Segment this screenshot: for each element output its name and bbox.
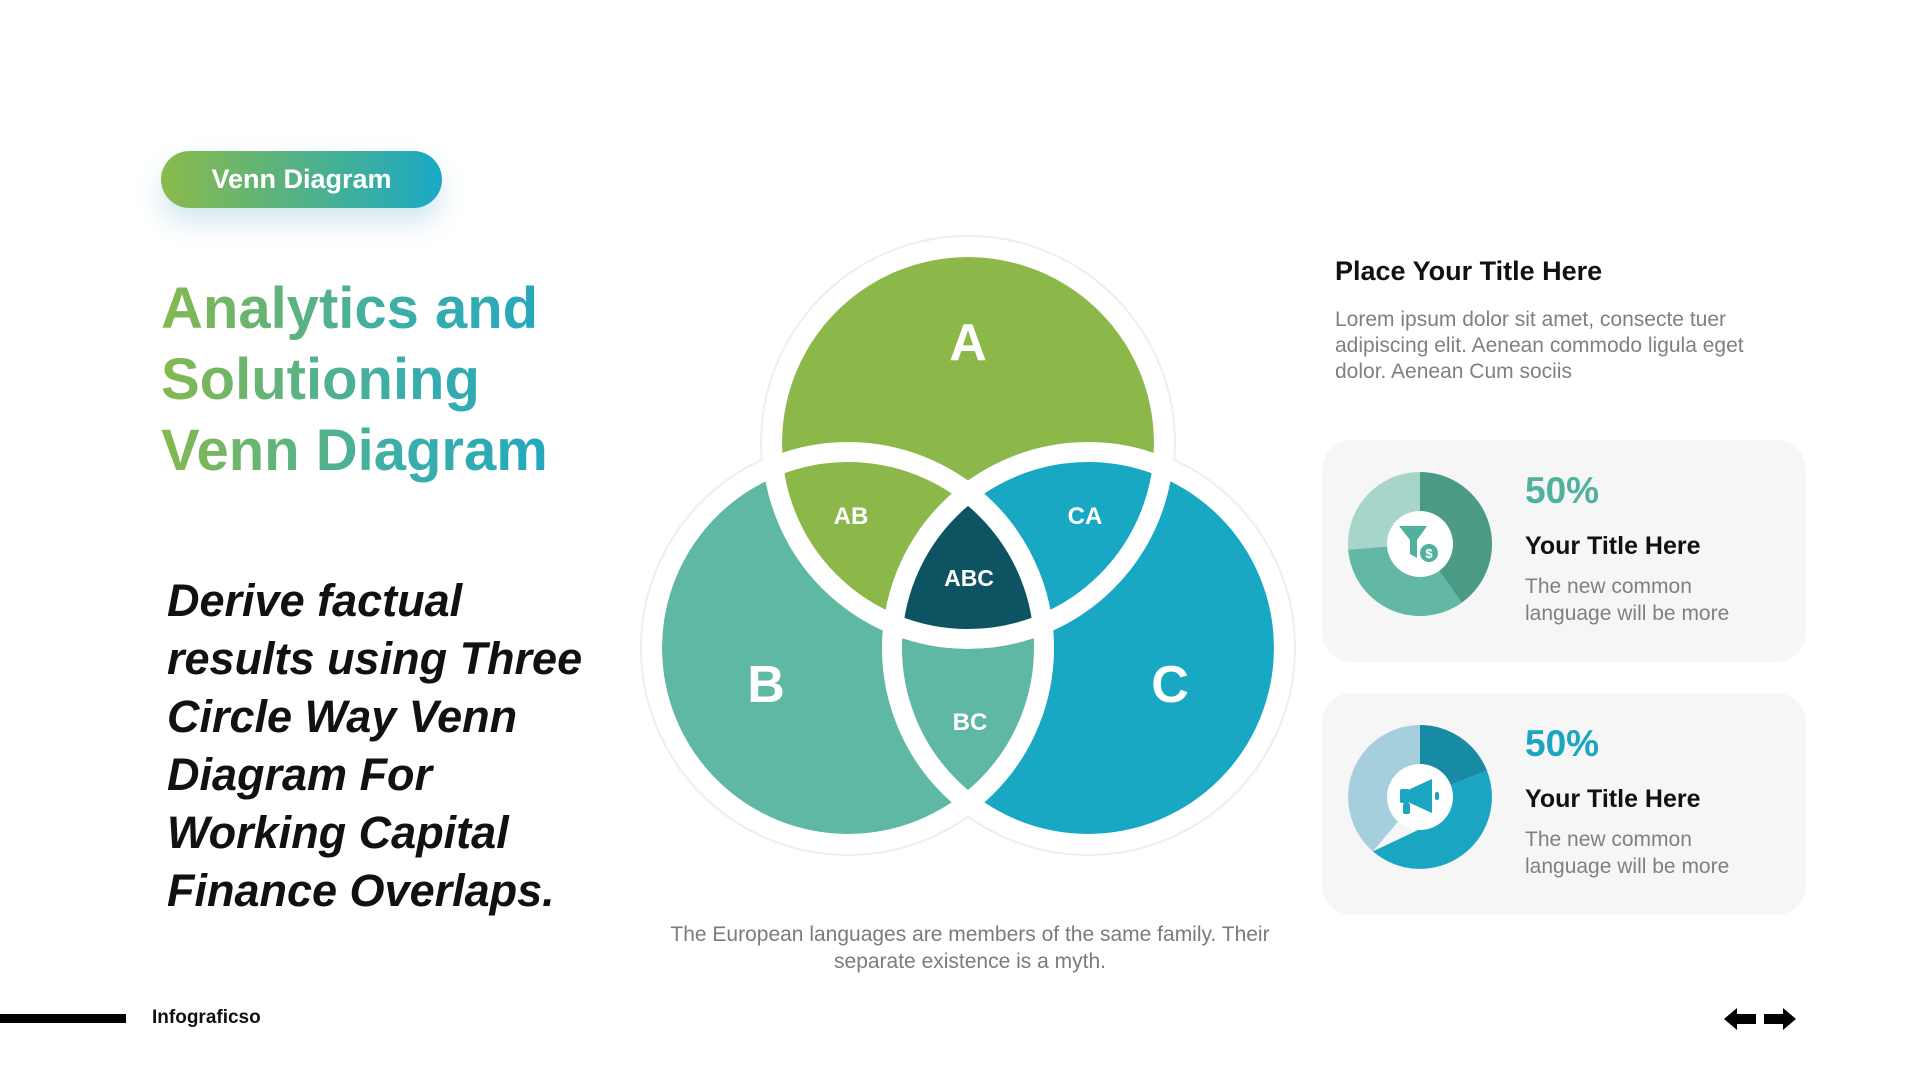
stat-description-line: language will be more [1525, 602, 1730, 625]
stat-description: The new common language will be more [1525, 826, 1765, 880]
separator-c [882, 442, 1294, 854]
separator-b [642, 442, 1054, 854]
separator-a [762, 237, 1174, 649]
donut-segment [1347, 472, 1420, 550]
megaphone-icon [1400, 779, 1439, 814]
region-abc [902, 462, 1054, 649]
tagline-line: Diagram For [167, 749, 433, 800]
label-c: C [1151, 656, 1189, 714]
label-a: A [949, 314, 987, 372]
stat-description-line: The new common [1525, 828, 1692, 851]
tagline-line: Working Capital [167, 807, 509, 858]
tagline: Derive factual results using Three Circl… [167, 572, 587, 920]
donut-segment [1348, 546, 1462, 617]
arrow-left-icon[interactable] [1722, 1004, 1760, 1034]
stat-donut [1348, 725, 1492, 869]
donut-segment [1348, 725, 1420, 852]
stat-percent: 50% [1525, 470, 1600, 511]
label-ca: CA [1068, 503, 1103, 530]
side-title: Place Your Title Here [1335, 256, 1603, 286]
label-abc: ABC [944, 565, 994, 591]
side-description-line: dolor. Aenean Cum sociis [1335, 360, 1572, 383]
stat-percent: 50% [1525, 723, 1600, 764]
venn-caption-line: The European languages are members of th… [670, 923, 1270, 946]
label-bc: BC [953, 709, 988, 736]
stat-description-line: language will be more [1525, 855, 1730, 878]
stat-card: 50% Your Title Here The new common langu… [1322, 693, 1806, 915]
donut-segment [1372, 770, 1492, 869]
venn-caption-line: separate existence is a myth. [834, 950, 1106, 973]
brand-name: Infograficso [152, 1007, 261, 1028]
stat-donut: $ [1347, 472, 1493, 617]
stat-title: Your Title Here [1525, 785, 1701, 813]
stat-title: Your Title Here [1525, 532, 1701, 560]
arrow-right-icon[interactable] [1760, 1004, 1798, 1034]
tagline-line: Finance Overlaps. [167, 865, 555, 916]
donut-hole [1387, 511, 1453, 577]
venn-caption: The European languages are members of th… [655, 921, 1285, 975]
tagline-line: Derive factual [167, 575, 463, 626]
label-b: B [747, 656, 785, 714]
footer-bar [0, 1014, 126, 1023]
side-description-line: adipiscing elit. Aenean commodo ligula e… [1335, 334, 1744, 357]
funnel-dollar-icon: $ [1399, 526, 1440, 564]
stat-description: The new common language will be more [1525, 573, 1765, 627]
venn-diagram-badge: Venn Diagram [161, 151, 442, 208]
stat-card: $ 50% Your Title Here The new common lan… [1322, 440, 1806, 662]
side-description: Lorem ipsum dolor sit amet, consecte tue… [1335, 307, 1765, 385]
venn-regions [662, 257, 1274, 834]
tagline-line: results using Three [167, 633, 583, 684]
venn-separators [642, 237, 1294, 854]
side-description-line: Lorem ipsum dolor sit amet, consecte tue… [1335, 308, 1727, 331]
tagline-line: Circle Way Venn [167, 691, 518, 742]
donut-segment [1420, 472, 1493, 603]
stat-description-line: The new common [1525, 575, 1692, 598]
svg-text:$: $ [1425, 546, 1433, 561]
label-ab: AB [834, 503, 869, 530]
